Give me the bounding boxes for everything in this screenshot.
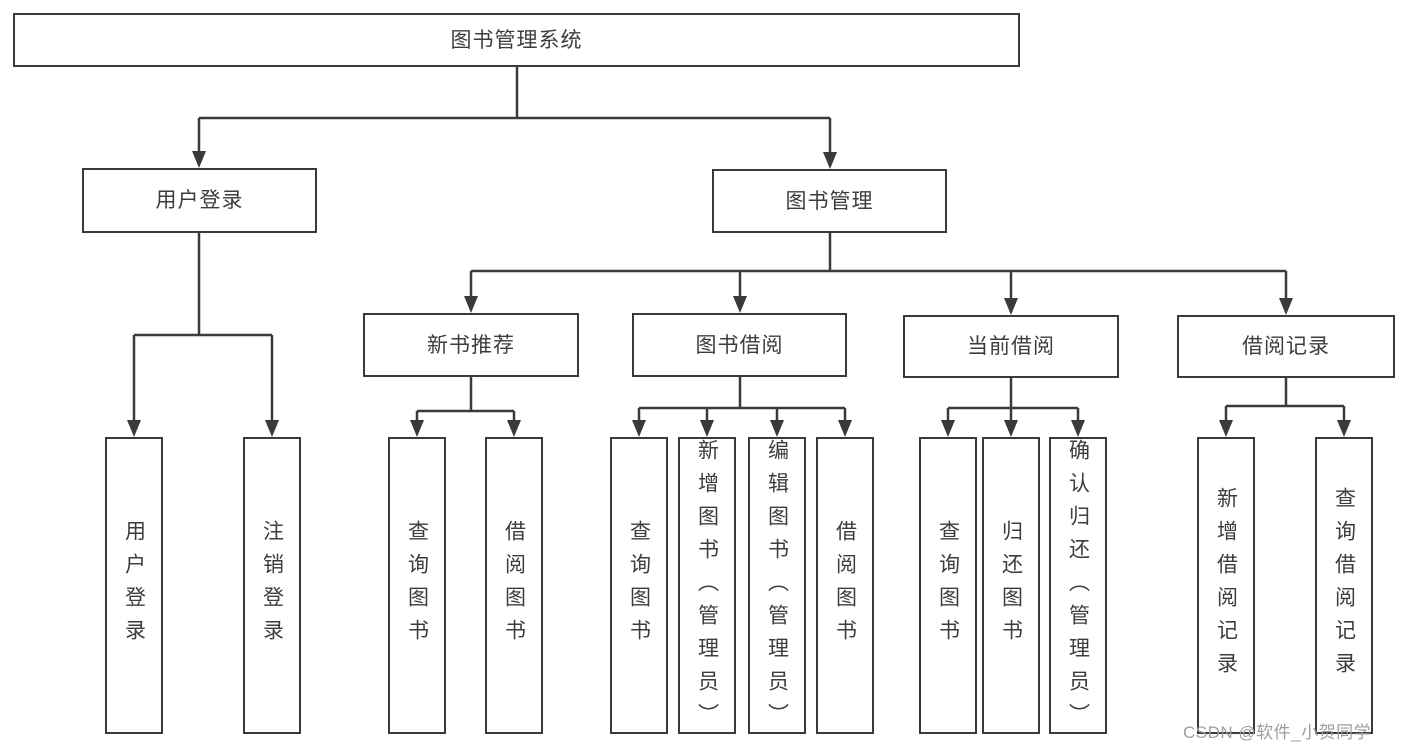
arrowhead-icon bbox=[1004, 420, 1018, 437]
arrowhead-icon bbox=[733, 296, 747, 313]
arrowhead-icon bbox=[1071, 420, 1085, 437]
arrowhead-icon bbox=[1004, 298, 1018, 315]
arrowhead-icon bbox=[507, 420, 521, 437]
connector-root-to-level2 bbox=[192, 67, 837, 169]
connector-borrow-records-to-leaves bbox=[1219, 378, 1351, 437]
arrowhead-icon bbox=[941, 420, 955, 437]
connector-new-book-rec-to-leaves bbox=[410, 377, 521, 437]
node-leaf-rec-borrow-book: 借阅图书 bbox=[485, 437, 543, 734]
node-leaf-logout: 注销登录 bbox=[243, 437, 301, 734]
arrowhead-icon bbox=[838, 420, 852, 437]
arrowhead-icon bbox=[127, 420, 141, 437]
connector-current-borrow-to-leaves bbox=[941, 378, 1085, 437]
node-book-borrow: 图书借阅 bbox=[632, 313, 847, 377]
watermark: CSDN @软件_小贺同学 bbox=[1183, 723, 1372, 742]
arrowhead-icon bbox=[1279, 298, 1293, 315]
node-current-borrow: 当前借阅 bbox=[903, 315, 1119, 378]
arrowhead-icon bbox=[265, 420, 279, 437]
node-borrow-records: 借阅记录 bbox=[1177, 315, 1395, 378]
connector-book-mgmt-to-level3 bbox=[464, 233, 1293, 315]
arrowhead-icon bbox=[192, 151, 206, 168]
node-leaf-cb-confirm-return-admin: 确认归还（管理员） bbox=[1049, 437, 1107, 736]
node-book-management: 图书管理 bbox=[712, 169, 947, 233]
connector-book-borrow-to-leaves bbox=[632, 377, 852, 437]
node-leaf-bb-borrow-book: 借阅图书 bbox=[816, 437, 874, 734]
node-leaf-rec-query-book: 查询图书 bbox=[388, 437, 446, 734]
arrowhead-icon bbox=[1219, 420, 1233, 437]
arrowhead-icon bbox=[1337, 420, 1351, 437]
arrowhead-icon bbox=[700, 420, 714, 437]
arrowhead-icon bbox=[410, 420, 424, 437]
node-leaf-cb-return-book: 归还图书 bbox=[982, 437, 1040, 734]
node-root-system: 图书管理系统 bbox=[13, 13, 1020, 67]
arrowhead-icon bbox=[823, 152, 837, 169]
node-new-book-recommend: 新书推荐 bbox=[363, 313, 579, 377]
node-leaf-bb-edit-book-admin: 编辑图书（管理员） bbox=[748, 437, 806, 736]
node-leaf-bb-add-book-admin: 新增图书（管理员） bbox=[678, 437, 736, 736]
arrowhead-icon bbox=[770, 420, 784, 437]
connector-user-login-to-leaves bbox=[127, 233, 279, 437]
node-leaf-br-add-record: 新增借阅记录 bbox=[1197, 437, 1255, 734]
node-user-login: 用户登录 bbox=[82, 168, 317, 233]
node-leaf-br-query-record: 查询借阅记录 bbox=[1315, 437, 1373, 734]
node-leaf-cb-query-book: 查询图书 bbox=[919, 437, 977, 734]
node-leaf-bb-query-book: 查询图书 bbox=[610, 437, 668, 734]
arrowhead-icon bbox=[464, 296, 478, 313]
arrowhead-icon bbox=[632, 420, 646, 437]
node-leaf-user-login: 用户登录 bbox=[105, 437, 163, 734]
